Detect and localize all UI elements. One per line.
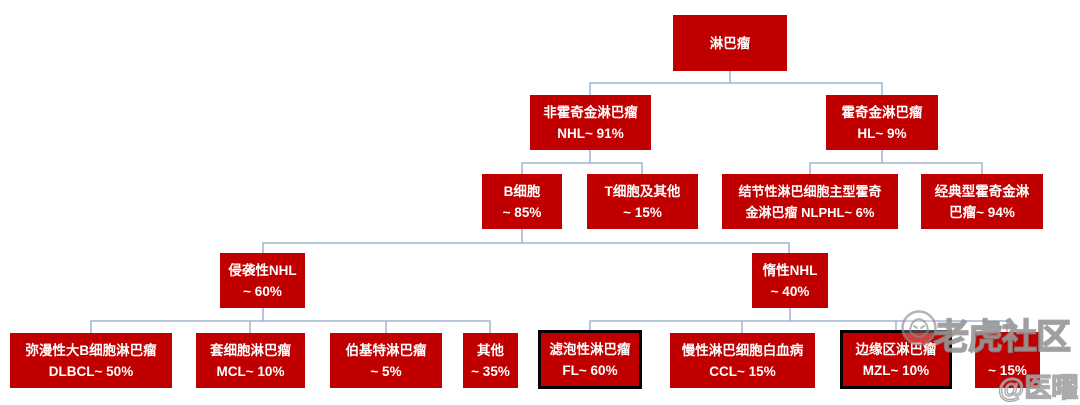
node-value: ~ 5% [370, 363, 402, 379]
node-value: FL~ 60% [562, 362, 618, 378]
node-label: 侵袭性NHL [228, 262, 297, 278]
node-value: MZL~ 10% [862, 362, 930, 378]
node-other: 其他 ~ 35% [463, 333, 518, 388]
node-value: DLBCL~ 50% [48, 363, 134, 379]
node-value: ~ 35% [471, 363, 510, 379]
node-mcl: 套细胞淋巴瘤 MCL~ 10% [196, 333, 305, 388]
node-cll: 慢性淋巴细胞白血病 CCL~ 15% [670, 333, 815, 388]
node-value: NHL~ 91% [557, 125, 624, 141]
watermark-author-text: @医曜 [997, 372, 1079, 403]
node-dlbcl: 弥漫性大B细胞淋巴瘤 DLBCL~ 50% [10, 333, 172, 388]
node-value: ~ 85% [502, 204, 542, 220]
node-obscured-last: ~ 15% [975, 332, 1040, 388]
node-aggressive-nhl: 侵袭性NHL ~ 60% [220, 253, 305, 308]
node-value: ~ 15% [988, 363, 1027, 378]
node-b-cell: B细胞 ~ 85% [482, 174, 562, 229]
node-t-cell-and-other: T细胞及其他 ~ 15% [587, 174, 698, 229]
node-value: 金淋巴瘤 NLPHL~ 6% [745, 204, 875, 220]
node-value: CCL~ 15% [709, 363, 776, 379]
node-label: 非霍奇金淋巴瘤 [543, 104, 638, 120]
node-non-hodgkin-lymphoma: 非霍奇金淋巴瘤 NHL~ 91% [530, 95, 651, 150]
node-label: 霍奇金淋巴瘤 [841, 104, 923, 120]
node-label: 淋巴瘤 [709, 35, 751, 51]
node-label: 慢性淋巴细胞白血病 [681, 342, 804, 358]
node-label: 结节性淋巴细胞主型霍奇 [738, 183, 882, 199]
node-classical-hodgkin: 经典型霍奇金淋 巴瘤~ 94% [921, 174, 1043, 229]
node-hodgkin-lymphoma: 霍奇金淋巴瘤 HL~ 9% [826, 95, 938, 150]
node-label: 经典型霍奇金淋 [934, 183, 1030, 199]
node-follicular-lymphoma-highlighted: 滤泡性淋巴瘤 FL~ 60% [538, 330, 642, 389]
node-marginal-zone-lymphoma-highlighted: 边缘区淋巴瘤 MZL~ 10% [840, 330, 952, 389]
node-value: ~ 40% [770, 283, 810, 299]
node-value: MCL~ 10% [216, 363, 285, 379]
node-label: 其他 [477, 342, 504, 358]
node-label: T细胞及其他 [604, 183, 681, 199]
node-label: B细胞 [503, 183, 541, 199]
node-label: 套细胞淋巴瘤 [210, 342, 291, 358]
node-label: 伯基特淋巴瘤 [345, 342, 427, 358]
node-value: ~ 60% [243, 283, 282, 299]
node-indolent-nhl: 惰性NHL ~ 40% [752, 253, 828, 308]
tiger-logo-icon [901, 310, 937, 346]
node-value: HL~ 9% [857, 125, 907, 141]
node-value: ~ 15% [623, 204, 662, 220]
node-label: 弥漫性大B细胞淋巴瘤 [25, 342, 157, 358]
node-lymphoma: 淋巴瘤 [673, 15, 787, 71]
node-label: 滤泡性淋巴瘤 [549, 341, 631, 357]
connector-path [90, 71, 1008, 333]
node-nlphl: 结节性淋巴细胞主型霍奇 金淋巴瘤 NLPHL~ 6% [722, 174, 898, 229]
node-burkitt: 伯基特淋巴瘤 ~ 5% [330, 333, 442, 388]
watermark-community-text: 老虎社区 [933, 317, 1072, 358]
node-value: 巴瘤~ 94% [949, 204, 1015, 220]
node-label: 惰性NHL [762, 262, 818, 278]
